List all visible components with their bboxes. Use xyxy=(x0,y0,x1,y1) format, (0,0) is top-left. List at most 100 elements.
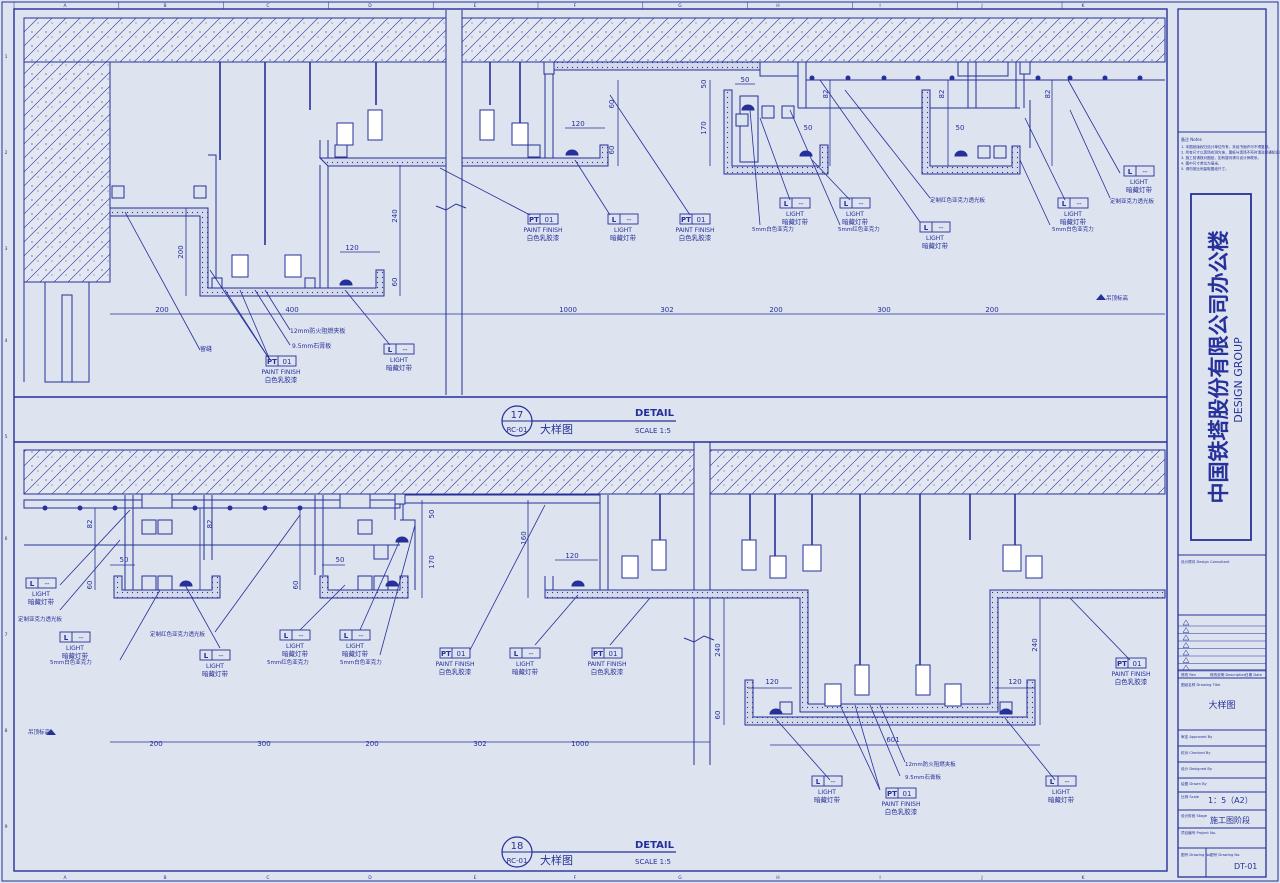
dim-18-bottom-1: 300 xyxy=(257,740,270,748)
approved-label: 审定 Approved By xyxy=(1181,734,1213,739)
dim-17-vertical-9: 82 xyxy=(1044,90,1052,99)
svg-text:PT: PT xyxy=(441,650,451,658)
dim-18-bottom-4: 1000 xyxy=(571,740,589,748)
svg-text:L: L xyxy=(388,346,393,354)
svg-text:PAINT FINISH: PAINT FINISH xyxy=(676,227,715,234)
dim-18-horizontal-1: 50 xyxy=(336,556,345,564)
dim-17-vertical-3: 170 xyxy=(700,121,708,134)
dim-17-bottom-4: 200 xyxy=(769,306,782,314)
note-17-acrylic-red: 5mm红色亚克力 xyxy=(838,225,880,233)
dim-18-vertical-8: 60 xyxy=(714,711,722,720)
svg-text:暗藏灯带: 暗藏灯带 xyxy=(512,667,539,676)
svg-text:01: 01 xyxy=(1133,660,1142,668)
phase-value: 施工图阶段 xyxy=(1210,815,1250,825)
svg-text:--: -- xyxy=(830,778,836,786)
dim-17-vertical-2: 60 xyxy=(391,278,399,287)
svg-text:01: 01 xyxy=(903,790,912,798)
phase-label: 设计阶段 Stage xyxy=(1181,813,1208,818)
grid-col-bottom-F: F xyxy=(574,875,577,881)
dim-18-horizontal-5: 601 xyxy=(886,736,899,744)
drawn-label: 绘图 Drawn By xyxy=(1181,781,1208,786)
note-18-acrylic-5: 5mm白色亚克力 xyxy=(50,658,92,666)
note-18-custom-red: 定制红色亚克力透光板 xyxy=(150,630,206,638)
svg-text:LIGHT: LIGHT xyxy=(818,789,836,796)
dim-17-horizontal-2: 50 xyxy=(741,76,750,84)
svg-text:L: L xyxy=(1062,200,1067,208)
note-line-1: 2. 所有尺寸以现场实测为准，图纸与现场不符时请及时通知设计师。 xyxy=(1181,150,1280,155)
dim-18-vertical-4: 50 xyxy=(428,510,436,519)
svg-text:L: L xyxy=(844,200,849,208)
dim-17-bottom-5: 300 xyxy=(877,306,890,314)
drawing-title-label: 图纸名称 Drawing Title xyxy=(1181,682,1221,687)
svg-text:L: L xyxy=(924,224,929,232)
designed-label: 设计 Designed By xyxy=(1181,766,1213,771)
note-17-acrylic-5: 5mm白色亚克力 xyxy=(752,225,794,233)
revision-desc-label: 修改说明 Description xyxy=(1210,672,1246,677)
svg-text:暗藏灯带: 暗藏灯带 xyxy=(842,217,869,226)
note-17-custom-red: 定制红色亚克力透光板 xyxy=(930,196,986,204)
svg-text:L: L xyxy=(284,632,289,640)
svg-text:白色乳胶漆: 白色乳胶漆 xyxy=(527,233,560,242)
svg-text:--: -- xyxy=(358,632,364,640)
svg-text:LIGHT: LIGHT xyxy=(926,235,944,242)
dim-18-horizontal-2: 120 xyxy=(565,552,578,560)
dim-18-vertical-3: 60 xyxy=(292,581,300,590)
project-no-label: 项目编号 Project No. xyxy=(1181,830,1216,835)
note-line-4: 5. 请勿按比例量取图纸尺寸。 xyxy=(1181,166,1229,171)
grid-col-bottom-D: D xyxy=(368,875,372,881)
detail-17-drawing xyxy=(23,10,1166,395)
svg-text:LIGHT: LIGHT xyxy=(390,357,408,364)
dim-18-horizontal-0: 50 xyxy=(120,556,129,564)
svg-text:--: -- xyxy=(78,634,84,642)
svg-text:暗藏灯带: 暗藏灯带 xyxy=(386,363,413,372)
scale-label: 比例 Scale xyxy=(1181,794,1200,799)
svg-text:L: L xyxy=(816,778,821,786)
dim-17-horizontal-0: 120 xyxy=(345,244,358,252)
svg-text:PAINT FINISH: PAINT FINISH xyxy=(436,661,475,668)
svg-text:--: -- xyxy=(626,216,632,224)
grid-col-G: G xyxy=(678,3,682,9)
svg-text:LIGHT: LIGHT xyxy=(206,663,224,670)
note-17-slot: 留缝 xyxy=(200,345,212,353)
svg-text:L: L xyxy=(514,650,519,658)
svg-text:PT: PT xyxy=(267,358,277,366)
svg-text:暗藏灯带: 暗藏灯带 xyxy=(1048,795,1075,804)
svg-text:LIGHT: LIGHT xyxy=(286,643,304,650)
svg-text:PAINT FINISH: PAINT FINISH xyxy=(1112,671,1151,678)
dim-17-vertical-5: 50 xyxy=(700,80,708,89)
drawing-title: 大样图 xyxy=(1208,699,1235,711)
note-line-3: 4. 图中尺寸单位为毫米。 xyxy=(1181,161,1222,166)
dim-18-vertical-9: 240 xyxy=(1031,638,1039,651)
detail-17-title xyxy=(14,396,1167,437)
grid-col-E: E xyxy=(474,3,477,9)
grid-col-bottom-H: H xyxy=(776,875,779,881)
svg-text:LIGHT: LIGHT xyxy=(846,211,864,218)
dim-18-vertical-1: 82 xyxy=(206,520,214,529)
svg-text:L: L xyxy=(30,580,35,588)
svg-text:--: -- xyxy=(44,580,50,588)
drawing-no-label: 图号 Drawing No. xyxy=(1181,852,1211,857)
detail-17-number: 17 xyxy=(511,410,524,421)
svg-text:LIGHT: LIGHT xyxy=(786,211,804,218)
dim-17-horizontal-4: 50 xyxy=(956,124,965,132)
dim-17-bottom-3: 302 xyxy=(660,306,673,314)
svg-text:PAINT FINISH: PAINT FINISH xyxy=(882,801,921,808)
grid-col-bottom-K: K xyxy=(1082,875,1086,881)
note-17-custom-acrylic: 定制亚克力透光板 xyxy=(1110,197,1155,205)
svg-text:暗藏灯带: 暗藏灯带 xyxy=(610,233,637,242)
grid-col-K: K xyxy=(1082,3,1086,9)
dim-18-vertical-5: 170 xyxy=(428,555,436,568)
